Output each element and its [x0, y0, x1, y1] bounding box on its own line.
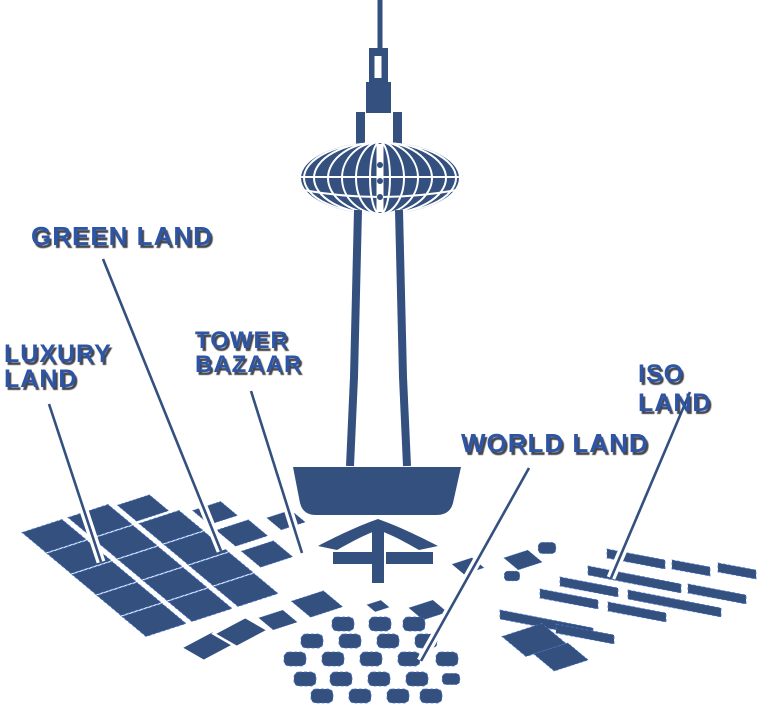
upper-cabin: [366, 82, 391, 113]
leader-luxury-land: [44, 402, 106, 564]
tree-blob: [293, 671, 317, 687]
tree-blob: [329, 671, 353, 687]
tree-blob: [397, 651, 421, 667]
left-zone-tiles: [21, 494, 306, 637]
tower-shaft: [346, 209, 411, 467]
globe-dot: [377, 162, 383, 168]
observation-tower-icon: [293, 0, 461, 583]
map-tile: [366, 600, 390, 612]
tree-blob: [402, 616, 426, 632]
map-tile: [290, 590, 344, 618]
label-tower-bazaar: TOWER BAZAAR: [195, 329, 302, 377]
tree-blob: [441, 673, 461, 685]
tree-blob: [405, 671, 429, 687]
stripe-tile: [687, 583, 747, 605]
label-luxury-land: LUXURY LAND: [4, 342, 112, 392]
tower-base: [293, 467, 461, 515]
entrance-bar-right: [386, 552, 433, 564]
stripe-tile: [671, 559, 711, 577]
tree-blob: [300, 633, 324, 649]
tree-blob: [419, 688, 443, 704]
label-luxury-line2: LAND: [4, 365, 78, 393]
stripe-tile: [717, 562, 757, 580]
stripe-tile: [607, 601, 667, 623]
label-iso-land: ISO LAND: [638, 360, 712, 417]
map-tile: [503, 549, 543, 571]
entrance-arrow: [318, 519, 438, 583]
tree-blob: [503, 570, 521, 582]
map-tile: [215, 519, 269, 547]
entrance-bar-left: [333, 552, 372, 564]
right-zone-tiles: [451, 542, 757, 672]
stripe-tile: [559, 576, 619, 598]
globe-dot: [377, 178, 383, 184]
tree-blob: [283, 651, 307, 667]
map-tile: [240, 540, 294, 568]
mast-slot: [374, 56, 382, 78]
observation-globe: [301, 142, 459, 214]
leader-green-land: [98, 257, 226, 553]
leader-world-land: [417, 465, 533, 664]
tree-blob: [435, 651, 459, 667]
stripe-tile: [539, 588, 599, 610]
globe-dot: [377, 194, 383, 200]
tree-blob: [359, 651, 383, 667]
label-luxury-line1: LUXURY: [4, 340, 112, 368]
leader-lines: [44, 257, 695, 664]
label-green-land: GREEN LAND: [31, 221, 213, 251]
tree-blob: [348, 688, 372, 704]
tree-blob: [386, 688, 410, 704]
tree-blob: [331, 616, 355, 632]
leader-iso-land: [606, 390, 695, 580]
label-bazaar-line1: TOWER: [195, 327, 289, 354]
label-world-land: WORLD LAND: [461, 428, 649, 458]
tree-blob: [321, 651, 345, 667]
collar-right: [393, 112, 402, 144]
label-bazaar-line2: BAZAAR: [195, 351, 303, 378]
tree-blob: [537, 542, 557, 554]
collar-left: [356, 112, 365, 144]
antenna-spire: [377, 0, 383, 50]
tree-blob: [338, 633, 362, 649]
tree-blob: [310, 688, 334, 704]
leader-tower-bazaar: [246, 389, 307, 555]
tree-blob: [367, 671, 391, 687]
tree-blob: [376, 633, 400, 649]
tree-blob: [368, 616, 392, 632]
